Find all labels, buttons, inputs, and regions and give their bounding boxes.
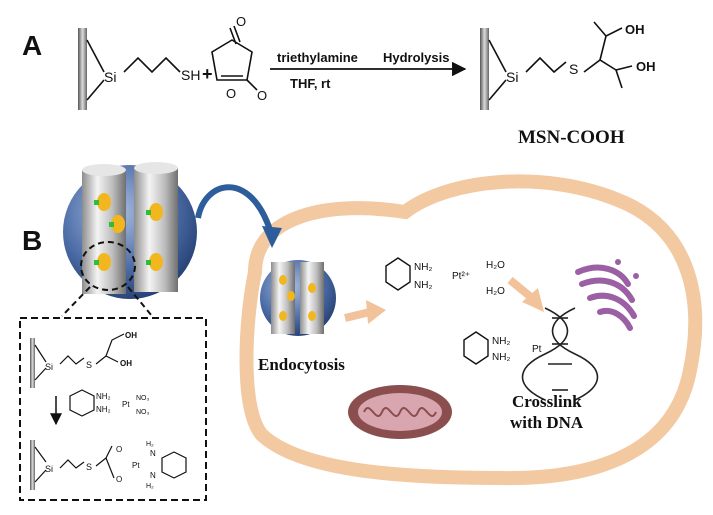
product-structure <box>488 21 633 101</box>
inset-cyclohexane-1 <box>69 389 95 417</box>
inset-wall-2 <box>30 440 35 490</box>
inset-h2-b: H₂ <box>146 483 154 490</box>
nh2-e: NH₂ <box>492 336 510 347</box>
si-label-right: Si <box>506 69 518 85</box>
inset-si-2: Si <box>45 464 53 474</box>
zoom-line-left <box>61 286 91 317</box>
inset-oh-1: OH <box>125 331 137 340</box>
drug-particles-large <box>94 193 163 271</box>
release-arrowhead <box>366 300 386 324</box>
cell-membrane <box>239 174 703 486</box>
inset-no3-b: NO₃ <box>136 409 150 416</box>
inset-o-a: O <box>116 445 122 454</box>
plus-sign: + <box>202 64 213 84</box>
inset-n-a: N <box>150 449 156 458</box>
product-name: MSN-COOH <box>518 127 625 148</box>
sh-label: SH <box>181 67 200 83</box>
inset-si-1: Si <box>45 362 53 372</box>
uptake-arrow <box>195 184 273 231</box>
panel-b-label: B <box>22 225 42 256</box>
crosslink-label-1: Crosslink <box>512 392 582 411</box>
mitochondrion <box>348 385 452 439</box>
uptake-arrowhead <box>262 226 282 248</box>
silica-wall-right <box>480 28 489 110</box>
sulfur-label: S <box>569 61 578 77</box>
zoom-circle <box>80 241 136 291</box>
inset-h2-a: H₂ <box>146 441 154 448</box>
inset-box <box>19 317 207 501</box>
endocytosis-label: Endocytosis <box>258 355 345 374</box>
cyclohexane-aqua <box>385 257 411 291</box>
inset-linker-2 <box>34 445 187 483</box>
nh2-d: NH₂ <box>414 280 432 291</box>
oh-label-top: OH <box>625 22 645 37</box>
crosslink-label-2: with DNA <box>510 413 584 432</box>
pt-dna: Pt <box>532 344 542 355</box>
release-arrow <box>344 308 371 322</box>
pt-charge: Pt²⁺ <box>452 271 470 282</box>
inset-linker-1 <box>34 333 125 381</box>
inset-nh2-a: NH₂ <box>96 392 111 401</box>
si-label-left: Si <box>104 69 116 85</box>
dna-arrowhead <box>522 288 544 312</box>
inset-s-1: S <box>86 360 92 370</box>
inset-pt-2: Pt <box>132 461 140 470</box>
inset-n-b: N <box>150 471 156 480</box>
inset-s-2: S <box>86 462 92 472</box>
inset-nh2-b: NH₂ <box>96 405 111 414</box>
panel-a-label: A <box>22 30 42 61</box>
zoom-line-right <box>127 286 153 317</box>
dna-arrow <box>507 276 535 302</box>
h2o-b: H₂O <box>486 286 505 297</box>
hydrolysis-label: Hydrolysis <box>383 50 449 65</box>
inset-o-b: O <box>116 475 122 484</box>
dna-helix <box>521 307 599 401</box>
mesopore-cylinders-small <box>271 262 324 334</box>
h2o-a: H₂O <box>486 260 505 271</box>
anhydride-o-bottom: O <box>257 88 267 103</box>
oh-label-bottom: OH <box>636 59 656 74</box>
inset-pt-1: Pt <box>122 400 130 409</box>
anhydride-o-ring: O <box>226 86 236 101</box>
inset-wall-1 <box>30 338 35 388</box>
cyclohexane-dna <box>463 331 489 365</box>
conditions-label: THF, rt <box>290 76 331 91</box>
silane-linker-left <box>86 39 181 101</box>
inset-oh-2: OH <box>120 359 132 368</box>
anhydride-o-top: O <box>236 14 246 29</box>
maleic-anhydride <box>211 25 258 91</box>
silica-wall-left <box>78 28 87 110</box>
nh2-c: NH₂ <box>414 262 432 273</box>
inset-no3-a: NO₃ <box>136 395 150 402</box>
nh2-f: NH₂ <box>492 352 510 363</box>
reagent-label: triethylamine <box>277 50 358 65</box>
golgi-apparatus <box>575 259 639 331</box>
